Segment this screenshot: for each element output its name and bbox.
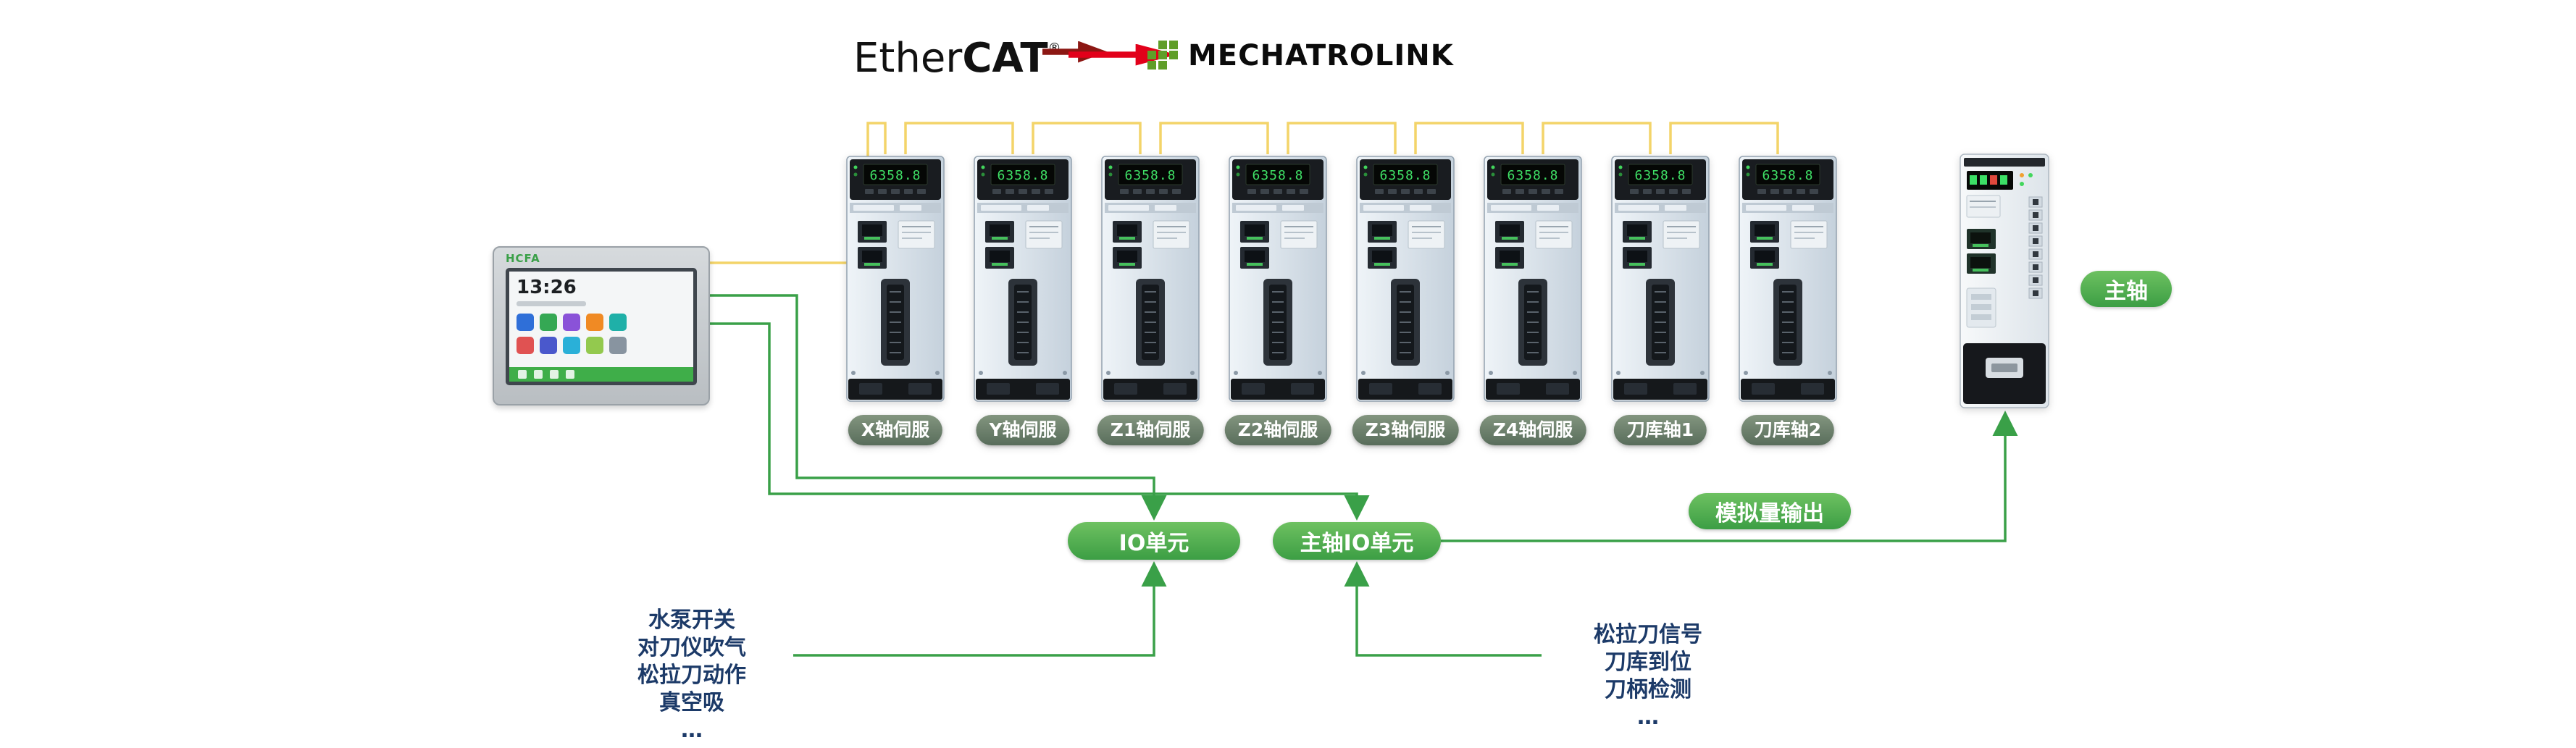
mechatrolink-icon: [1147, 41, 1178, 70]
note-line: 水泵开关: [648, 608, 735, 633]
note-line: 松拉刀动作: [637, 663, 746, 688]
hmi-brand-logo: HCFA: [506, 252, 540, 265]
hmi-screen: 13:26: [506, 268, 697, 385]
mechatrolink-logo: MECHATROLINK: [1146, 39, 1454, 72]
mechatrolink-logo-text: MECHATROLINK: [1188, 39, 1454, 72]
servo-drive-magazine1: 6358.8 刀库轴1: [1611, 156, 1710, 467]
drive-display: 6358.8: [1507, 167, 1559, 183]
note-line: 刀库到位: [1605, 650, 1691, 675]
servo-drive-z3: 6358.8 Z3轴伺服: [1352, 156, 1459, 467]
drive-label: Y轴伺服: [976, 415, 1070, 445]
servo-drive-body: [1484, 156, 1582, 402]
servo-drive-body: [1101, 156, 1200, 402]
hmi-app-grid: [517, 314, 686, 354]
servo-drive-body: [846, 156, 945, 402]
ethercat-bus-lines: [694, 122, 1779, 264]
spindle-drive-body: [1960, 154, 2049, 408]
drive-display: 6358.8: [997, 167, 1049, 183]
drive-display: 6358.8: [1634, 167, 1686, 183]
spindle-drive: [1960, 154, 2049, 408]
servo-drive-z1: 6358.8 Z1轴伺服: [1097, 156, 1204, 467]
servo-drive-body: [1356, 156, 1455, 402]
servo-drive-x: 6358.8 X轴伺服: [846, 156, 945, 467]
note-line: 刀柄检测: [1605, 677, 1691, 702]
note-line: 松拉刀信号: [1594, 622, 1702, 647]
drive-label: 刀库轴1: [1613, 415, 1707, 445]
note-line: …: [681, 718, 703, 743]
hmi-date-bar: [517, 301, 586, 306]
io-signals-note-right: 松拉刀信号 刀库到位 刀柄检测 …: [1550, 621, 1746, 731]
io-signals-note-left: 水泵开关 对刀仪吹气 松拉刀动作 真空吸 …: [594, 607, 790, 744]
drive-label: 刀库轴2: [1741, 415, 1835, 445]
servo-drive-body: [974, 156, 1072, 402]
analog-output-pill: 模拟量输出: [1689, 493, 1851, 529]
spindle-label-pill: 主轴: [2081, 271, 2172, 307]
servo-drive-body: [1229, 156, 1327, 402]
servo-drive-body: [1739, 156, 1837, 402]
drive-label: Z4轴伺服: [1479, 415, 1586, 445]
servo-drive-y: 6358.8 Y轴伺服: [974, 156, 1072, 467]
hmi-screen-content: 13:26: [509, 272, 693, 382]
drive-label: Z1轴伺服: [1097, 415, 1204, 445]
servo-drive-magazine2: 6358.8 刀库轴2: [1739, 156, 1837, 467]
hmi-controller: HCFA 13:26: [493, 246, 710, 405]
servo-drive-z2: 6358.8 Z2轴伺服: [1224, 156, 1331, 467]
note-line: 真空吸: [659, 690, 724, 715]
note-line: 对刀仪吹气: [637, 635, 746, 660]
hmi-clock: 13:26: [517, 277, 577, 298]
drive-display: 6358.8: [1762, 167, 1814, 183]
drive-label: X轴伺服: [848, 415, 943, 445]
note-line: …: [1637, 705, 1659, 730]
servo-drive-body: [1611, 156, 1710, 402]
io-unit-pill: IO单元: [1068, 522, 1240, 560]
ethercat-logo-text-regular: Ether: [853, 35, 963, 82]
spindle-io-unit-pill: 主轴IO单元: [1273, 522, 1441, 560]
drive-display: 6358.8: [1124, 167, 1176, 183]
drive-display: 6358.8: [1252, 167, 1304, 183]
io-wiring-lines: [694, 294, 2018, 657]
ethercat-logo-text-bold: CAT: [962, 35, 1048, 82]
hmi-taskbar: [509, 367, 693, 382]
drive-display: 6358.8: [1379, 167, 1431, 183]
drive-display: 6358.8: [869, 167, 921, 183]
drive-label: Z2轴伺服: [1224, 415, 1331, 445]
servo-drive-z4: 6358.8 Z4轴伺服: [1479, 156, 1586, 467]
drive-label: Z3轴伺服: [1352, 415, 1459, 445]
